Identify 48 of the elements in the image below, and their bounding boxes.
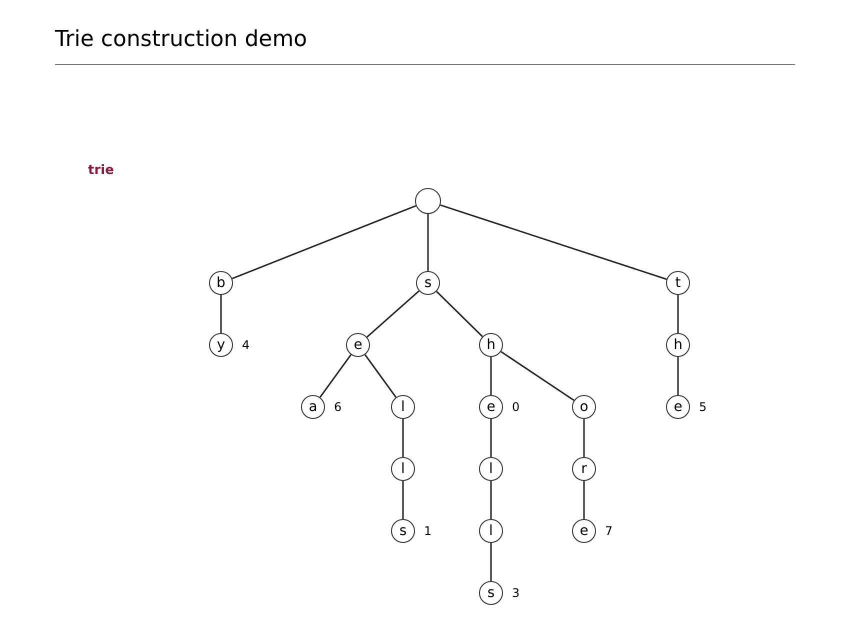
letter-node: l bbox=[391, 457, 415, 481]
letter-node: l bbox=[391, 395, 415, 419]
tree-edge bbox=[677, 295, 679, 333]
letter-node: o bbox=[572, 395, 596, 419]
letter-node: r bbox=[572, 457, 596, 481]
tree-edge bbox=[490, 543, 492, 581]
tree-edge bbox=[490, 481, 492, 519]
tree-edge bbox=[583, 481, 585, 519]
letter-node: l bbox=[479, 519, 503, 543]
tree-edge bbox=[364, 354, 397, 398]
letter-node: t bbox=[666, 271, 690, 295]
tree-edge bbox=[220, 295, 222, 333]
trie-label: trie bbox=[88, 162, 114, 180]
value-label: 1 bbox=[424, 525, 432, 537]
letter-node: h bbox=[479, 333, 503, 357]
value-label: 6 bbox=[334, 401, 342, 413]
tree-edge bbox=[436, 290, 483, 338]
value-label: 5 bbox=[699, 401, 707, 413]
tree-edge bbox=[427, 214, 429, 271]
tree-edge bbox=[500, 351, 574, 401]
letter-node: l bbox=[479, 457, 503, 481]
letter-node: e bbox=[572, 519, 596, 543]
tree-edge bbox=[583, 419, 585, 457]
value-label: 3 bbox=[512, 587, 520, 599]
letter-node: s bbox=[416, 271, 440, 295]
tree-edge bbox=[319, 354, 352, 398]
tree-edge bbox=[490, 357, 492, 395]
letter-node: y bbox=[209, 333, 233, 357]
tree-edge bbox=[490, 419, 492, 457]
tree-edge bbox=[232, 205, 416, 280]
value-label: 0 bbox=[512, 401, 520, 413]
letter-node: s bbox=[479, 581, 503, 605]
letter-node: e bbox=[346, 333, 370, 357]
value-label: 4 bbox=[242, 339, 250, 351]
letter-node: e bbox=[479, 395, 503, 419]
letter-node: b bbox=[209, 271, 233, 295]
slide-title: Trie construction demo bbox=[55, 26, 308, 54]
root-node bbox=[415, 188, 441, 214]
letter-node: s bbox=[391, 519, 415, 543]
tree-edge bbox=[402, 419, 404, 457]
letter-node: e bbox=[666, 395, 690, 419]
tree-edge bbox=[440, 204, 667, 280]
letter-node: h bbox=[666, 333, 690, 357]
tree-edge bbox=[366, 290, 420, 338]
letter-node: a bbox=[301, 395, 325, 419]
value-label: 7 bbox=[605, 525, 613, 537]
tree-edge bbox=[402, 481, 404, 519]
tree-edge bbox=[677, 357, 679, 395]
